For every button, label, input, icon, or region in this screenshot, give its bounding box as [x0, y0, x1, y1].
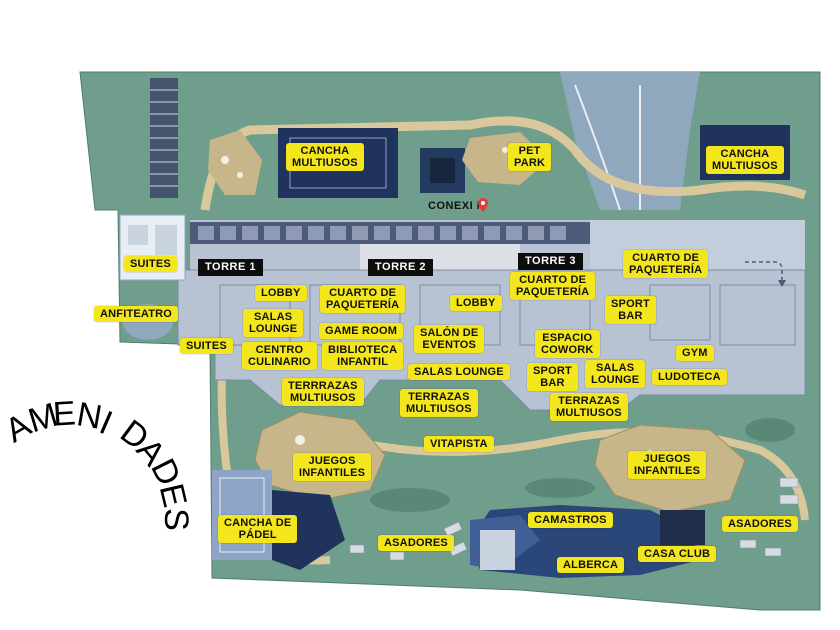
title-letter: E [51, 394, 77, 434]
label-lobby-1: LOBBY [255, 285, 307, 301]
label-terrazas-multiusos-1: TERRRAZAS MULTIUSOS [282, 378, 364, 406]
label-camastros: CAMASTROS [528, 512, 613, 528]
label-juegos-infantiles-2: JUEGOS INFANTILES [628, 451, 707, 479]
label-ludoteca: LUDOTECA [652, 369, 727, 385]
label-sport-bar-1: SPORT BAR [605, 296, 656, 324]
map-pin-icon [478, 198, 488, 212]
label-suites-1: SUITES [124, 256, 177, 272]
label-cuarto-paqueteria-4: CUARTO DE PAQUETERÍA [623, 250, 709, 278]
brand-conexion: CONEXI N [428, 200, 486, 212]
label-vitapista: VITAPISTA [424, 436, 494, 452]
label-pet-park: PET PARK [508, 143, 552, 171]
tower-1-label: TORRE 1 [198, 259, 263, 276]
label-salas-lounge-2: SALAS LOUNGE [408, 364, 510, 380]
label-terrazas-multiusos-2: TERRAZAS MULTIUSOS [400, 389, 478, 417]
label-salas-lounge-3: SALAS LOUNGE [585, 360, 646, 388]
label-suites-2: SUITES [180, 338, 233, 354]
label-salon-de-eventos: SALÓN DE EVENTOS [414, 325, 485, 353]
label-cancha-de-padel: CANCHA DE PÁDEL [218, 515, 298, 543]
label-casa-club: CASA CLUB [638, 546, 717, 562]
title-letter: S [156, 508, 195, 531]
label-asadores-1: ASADORES [378, 535, 454, 551]
label-centro-culinario: CENTRO CULINARIO [242, 342, 317, 370]
dashed-arrow [745, 261, 783, 282]
label-gym: GYM [676, 345, 714, 361]
tower-3-label: TORRE 3 [518, 253, 583, 270]
tower-2-label: TORRE 2 [368, 259, 433, 276]
label-espacio-cowork: ESPACIO COWORK [535, 330, 600, 358]
label-sport-bar-2: SPORT BAR [527, 363, 578, 391]
club-house [660, 510, 705, 545]
label-game-room: GAME ROOM [319, 323, 404, 339]
label-juegos-infantiles-1: JUEGOS INFANTILES [293, 453, 372, 481]
label-salas-lounge-1: SALAS LOUNGE [243, 309, 304, 337]
label-terrazas-multiusos-3: TERRAZAS MULTIUSOS [550, 393, 628, 421]
label-cancha-multiusos-1: CANCHA MULTIUSOS [286, 143, 364, 171]
label-biblioteca-infantil: BIBLIOTECA INFANTIL [322, 342, 404, 370]
label-cancha-multiusos-2: CANCHA MULTIUSOS [706, 146, 784, 174]
label-asadores-2: ASADORES [722, 516, 798, 532]
label-anfiteatro: ANFITEATRO [94, 306, 179, 322]
label-cuarto-paqueteria-3: CUARTO DE PAQUETERÍA [510, 272, 596, 300]
label-alberca: ALBERCA [557, 557, 625, 573]
pool-deck [480, 530, 515, 570]
label-cuarto-paqueteria-2: CUARTO DE PAQUETERÍA [320, 285, 406, 313]
label-lobby-2: LOBBY [450, 295, 502, 311]
